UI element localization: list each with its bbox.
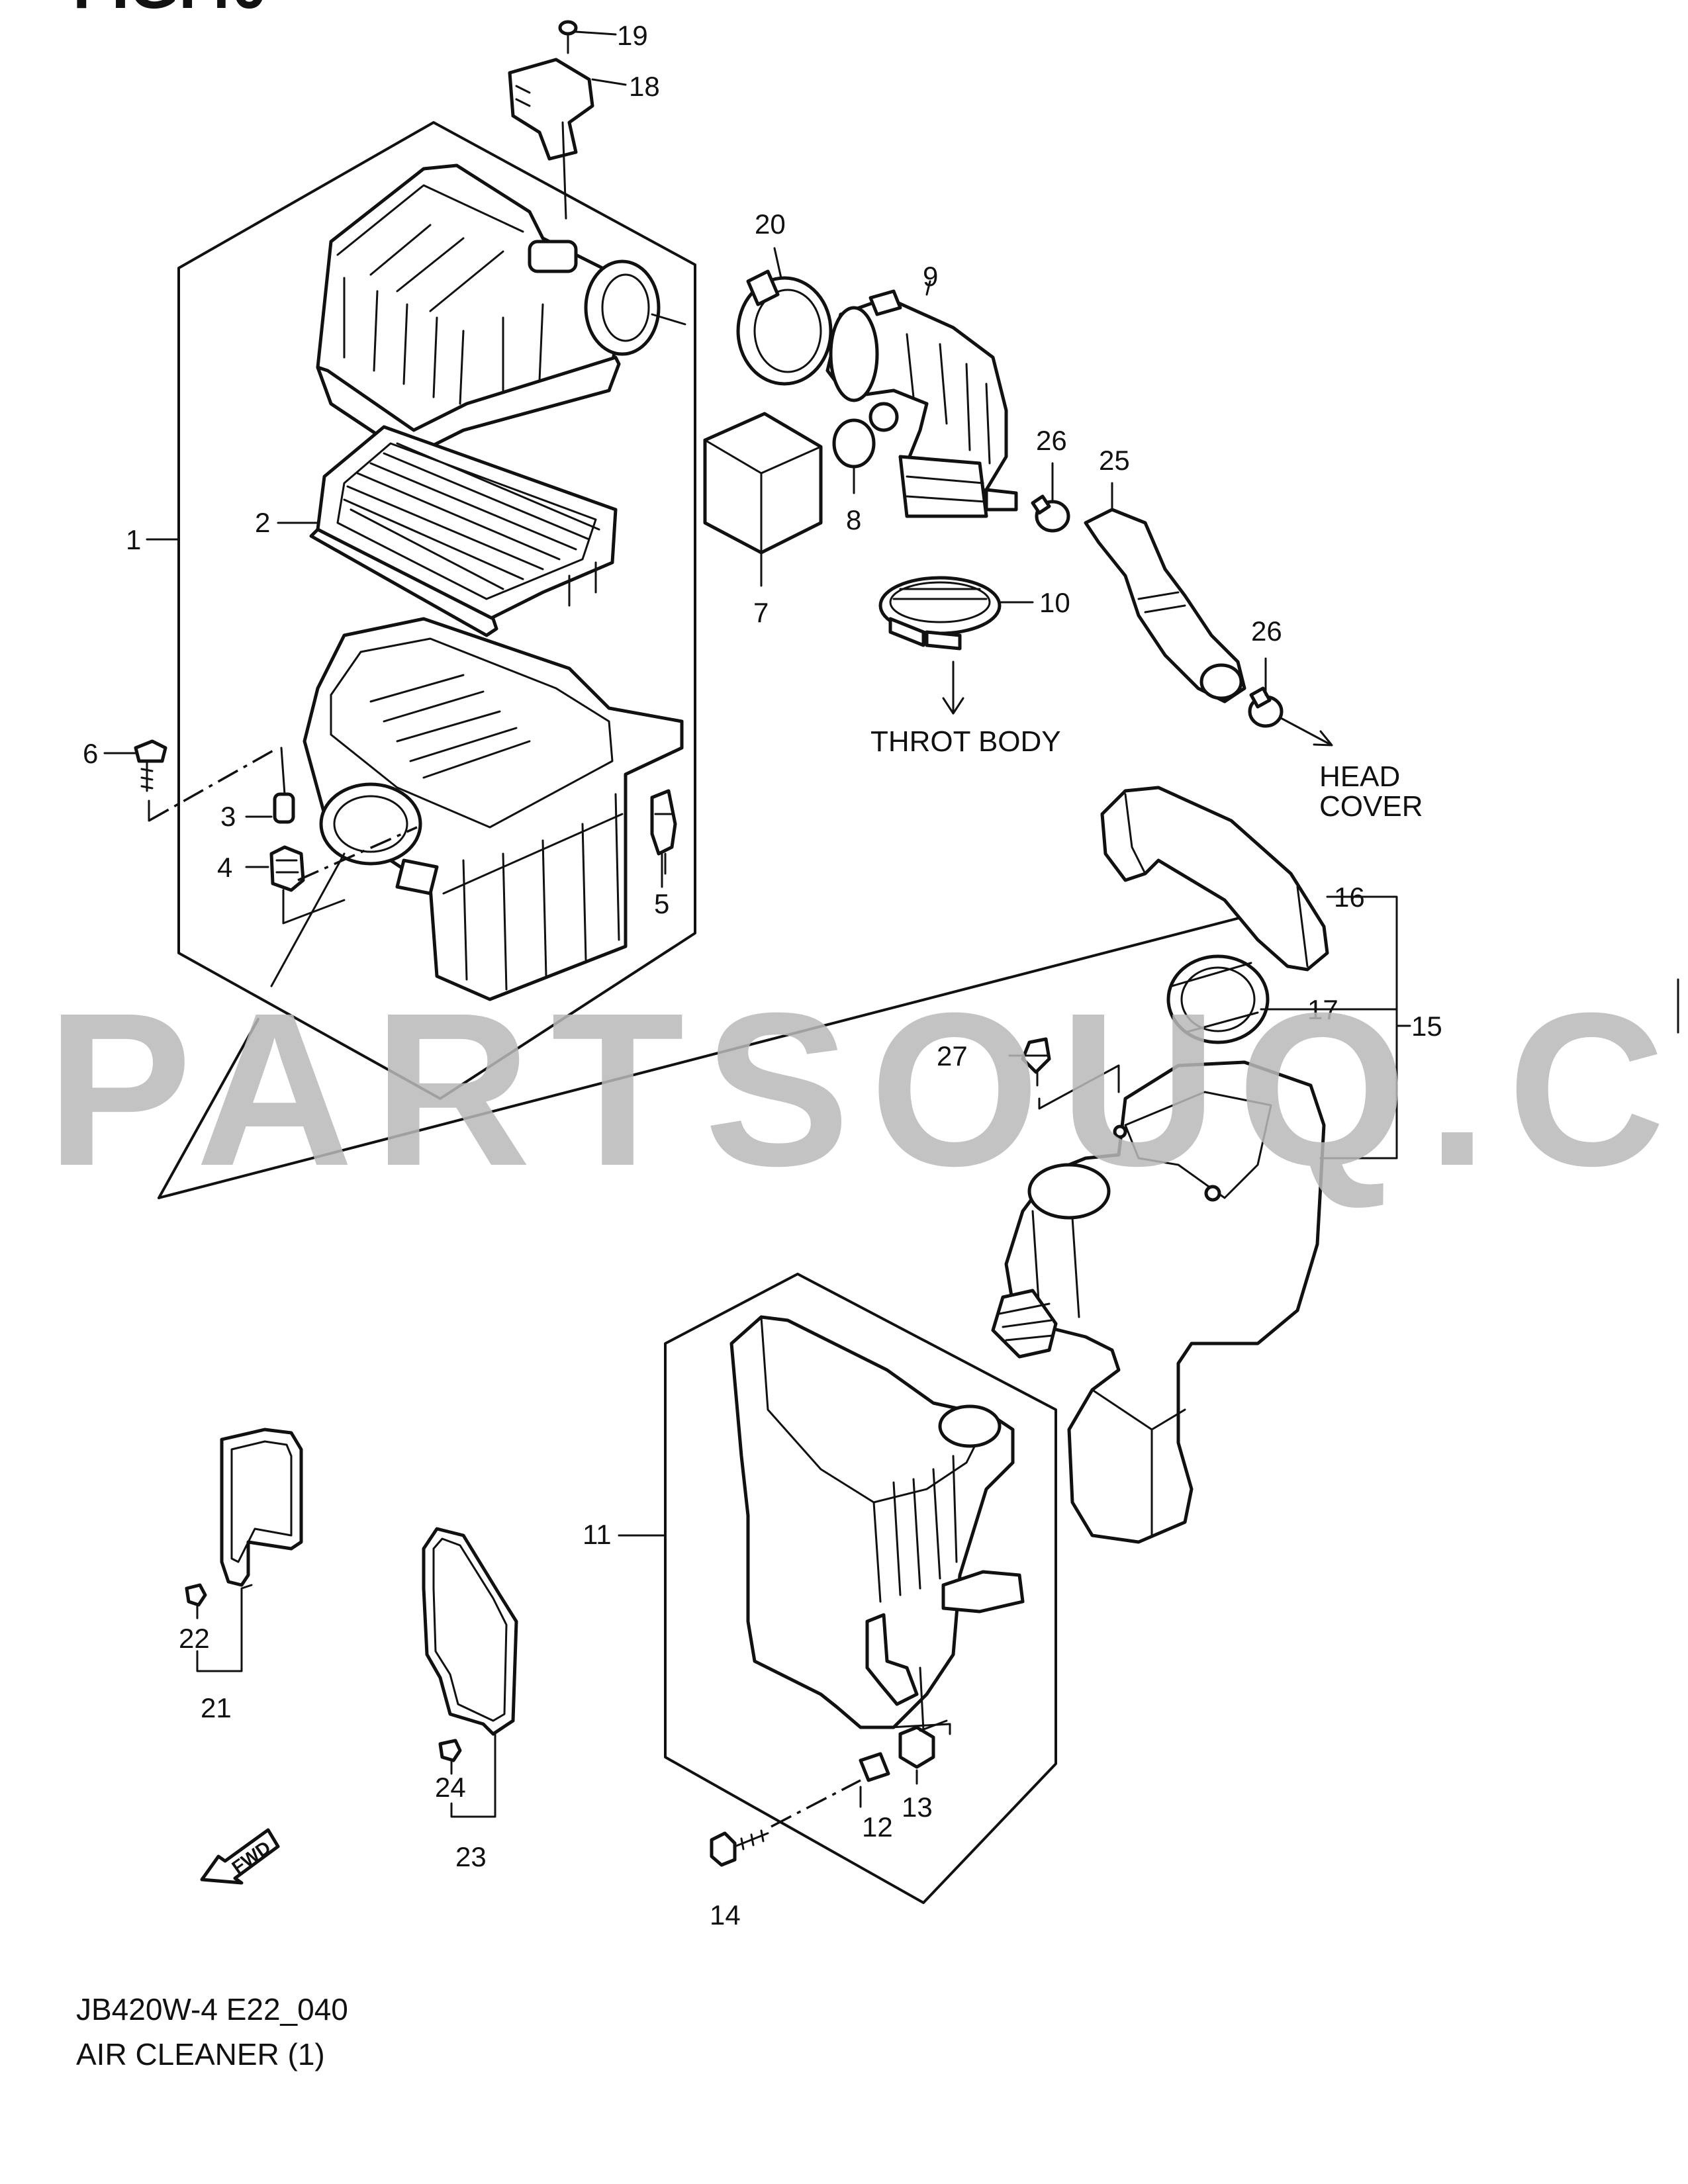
bracket-23 — [450, 1733, 496, 1818]
leader-assembly-to-duct — [158, 915, 1246, 1199]
air-cleaner-upper-case — [316, 163, 661, 459]
resonator-box-11 — [729, 1315, 1025, 1729]
callout-4: 4 — [217, 852, 232, 883]
callout-23: 23 — [455, 1841, 487, 1872]
seal-21 — [220, 1428, 303, 1587]
callout-13: 13 — [902, 1792, 933, 1823]
assembly-11-frame — [664, 1273, 1057, 1904]
bolt-6 — [134, 739, 167, 792]
air-cleaner-assembly — [134, 121, 696, 1100]
callout-22: 22 — [179, 1623, 210, 1654]
bolt-14 — [710, 1829, 769, 1867]
figure-title: FIG.40 — [73, 0, 267, 22]
callout-9: 9 — [923, 261, 938, 292]
callout-27: 27 — [937, 1040, 968, 1071]
leader-lines — [103, 30, 1267, 1537]
callout-numbers: 1 2 3 4 5 6 7 8 9 10 11 12 13 14 15 16 1… — [83, 20, 1442, 1931]
footer-name: AIR CLEANER (1) — [76, 2037, 325, 2071]
screw-19 — [558, 20, 578, 54]
head-cover-note-line2: COVER — [1319, 790, 1423, 823]
location-line-grommet — [297, 826, 418, 882]
callout-25: 25 — [1099, 445, 1130, 476]
resonator-7 — [703, 412, 823, 555]
hose-clamp-10 — [878, 576, 1002, 651]
assembly-1-frame — [177, 121, 696, 1100]
throttle-body-direction: THROT BODY — [870, 660, 1061, 758]
resonator-assembly-11 — [664, 1273, 1057, 1904]
collar-3 — [273, 792, 295, 824]
inlet-duct-16 — [1100, 786, 1329, 972]
callout-2: 2 — [255, 507, 270, 538]
callout-18: 18 — [629, 71, 660, 102]
callout-3: 3 — [220, 801, 236, 832]
callout-26-upper: 26 — [1036, 425, 1067, 456]
clip-22 — [185, 1583, 207, 1619]
hose-clamp-20 — [736, 269, 833, 386]
callout-14: 14 — [710, 1899, 741, 1931]
seal-17 — [1166, 954, 1270, 1044]
intake-hose-9 — [825, 289, 1018, 518]
collar-12 — [859, 1752, 890, 1782]
callout-17: 17 — [1307, 994, 1338, 1025]
breather-hose-25 — [1084, 508, 1246, 704]
bracket-15 — [1260, 895, 1398, 1160]
head-cover-note-line1: HEAD — [1319, 760, 1400, 793]
callout-10: 10 — [1039, 587, 1070, 618]
leader-intake — [270, 852, 346, 987]
callout-19: 19 — [617, 20, 648, 51]
head-cover-direction: HEAD COVER — [1280, 717, 1423, 823]
callout-6: 6 — [83, 738, 98, 769]
callout-26-lower: 26 — [1251, 615, 1282, 647]
watermark: PARTSOUQ.COM — [46, 967, 1688, 1211]
callout-11: 11 — [583, 1519, 612, 1550]
clip-5 — [650, 789, 677, 856]
air-cleaner-element — [309, 425, 618, 637]
air-cleaner-lower-case — [303, 617, 684, 1001]
grommet-4 — [269, 845, 305, 892]
callout-16: 16 — [1334, 882, 1365, 913]
o-ring-8 — [832, 418, 876, 469]
throttle-body-note: THROT BODY — [870, 725, 1061, 758]
grommet-13 — [898, 1725, 935, 1769]
callout-21: 21 — [201, 1692, 232, 1723]
callout-15: 15 — [1411, 1011, 1442, 1042]
leader-assembly-corner — [158, 1018, 259, 1199]
hose-clamp-26-upper — [1031, 494, 1070, 533]
callout-8: 8 — [846, 504, 861, 535]
clip-27-location — [1038, 1064, 1120, 1110]
mass-airflow-sensor-18 — [508, 58, 594, 220]
callout-20: 20 — [755, 208, 786, 240]
clip-24 — [438, 1739, 462, 1775]
location-line-bolt-14 — [771, 1779, 861, 1828]
bracket-21 — [196, 1584, 253, 1672]
location-line-bolt — [148, 747, 279, 822]
callout-12: 12 — [862, 1811, 893, 1843]
forward-arrow-icon: FWD — [200, 1828, 280, 1885]
callout-5: 5 — [654, 888, 669, 919]
seal-23 — [422, 1527, 518, 1736]
callout-24: 24 — [435, 1772, 466, 1803]
resonator-duct-15 — [991, 1060, 1326, 1544]
callout-7: 7 — [753, 597, 769, 628]
footer-code: JB420W-4 E22_040 — [76, 1992, 348, 2026]
callout-1: 1 — [126, 524, 141, 555]
